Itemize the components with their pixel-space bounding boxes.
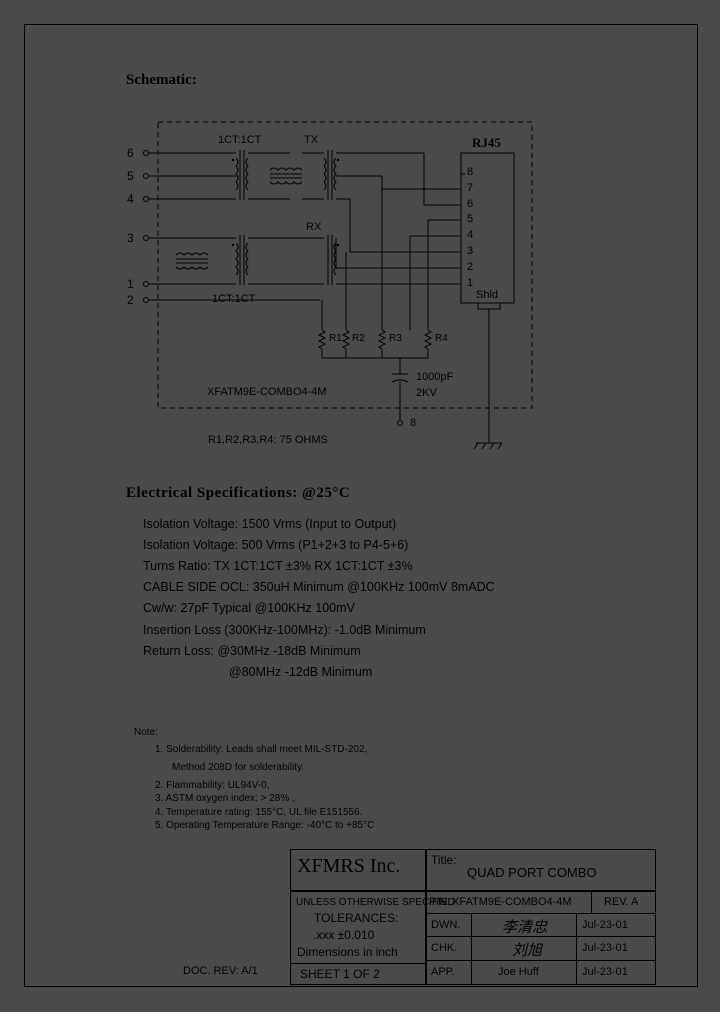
bottom-pin-label: 8 [410, 417, 417, 429]
pin-3-label: 3 [127, 231, 134, 245]
ratio-bottom-label: 1CT:1CT [212, 293, 256, 305]
spec-line: Turns Ratio: TX 1CT:1CT ±3% RX 1CT:1CT ±… [143, 559, 413, 573]
note-item: 4. Temperature rating: 155°C, UL file E1… [155, 807, 363, 818]
company-name: XFMRS Inc. [297, 855, 401, 877]
spec-line: Isolation Voltage: 1500 Vrms (Input to O… [143, 517, 397, 531]
chk-label: CHK. [431, 942, 458, 954]
rj45-pin-8: 8 [467, 166, 474, 178]
pn-label: P/N: [429, 896, 451, 908]
rj45-pin-6: 6 [467, 198, 474, 210]
app-date-cell [576, 960, 656, 985]
schematic-heading: Schematic: [126, 72, 197, 88]
spec-line: Insertion Loss (300KHz-100MHz): -1.0dB M… [143, 623, 426, 637]
pin-5-label: 5 [127, 169, 134, 183]
sheet-text: SHEET 1 OF 2 [300, 967, 380, 981]
spec-line: Cw/w: 27pF Typical @100KHz 100mV [143, 601, 355, 615]
note-item: 3. ASTM oxygen index: > 28% , [155, 793, 295, 804]
tolerances-text: TOLERANCES: [314, 911, 399, 925]
rj45-pin-2: 2 [467, 261, 474, 273]
doc-revision: DOC. REV: A/1 [183, 965, 258, 977]
title-cell [426, 849, 656, 891]
note-item: 5. Operating Temperature Range: -40°C to… [155, 820, 375, 831]
title-label: Title: [431, 853, 457, 867]
chk-signature: 刘旭 [512, 943, 543, 959]
spec-line: Isolation Voltage: 500 Vrms (P1+2+3 to P… [143, 538, 409, 552]
tolerance-value: .xxx ±0.010 [313, 928, 375, 942]
shield-label: Shld [476, 289, 499, 301]
rj45-pin-4: 4 [467, 229, 474, 241]
electrical-heading: Electrical Specifications: @25°C [126, 485, 351, 501]
pin-1-label: 1 [127, 277, 134, 291]
company-cell [290, 849, 426, 891]
r3-label: R3 [389, 333, 402, 344]
dimensions-text: Dimensions in inch [297, 945, 398, 959]
part-number: XFATM9E-COMBO4-4M [452, 896, 572, 908]
notes-heading: Note: [134, 727, 158, 738]
spec-line: CABLE SIDE OCL: 350uH Minimum @100KHz 10… [143, 580, 495, 594]
spec-line: @80MHz -12dB Minimum [229, 665, 373, 679]
pin-2-label: 2 [127, 293, 134, 307]
rj45-shield-tab [477, 302, 501, 310]
rj45-pin-1: 1 [467, 277, 474, 289]
ratio-top-label: 1CT:1CT [218, 134, 262, 146]
note-item: 1. Solderability: Leads shall meet MIL-S… [155, 744, 368, 755]
note-item: 2. Flammability: UL94V-0, [155, 780, 270, 791]
note-item: Method 208D for solderability. [172, 762, 305, 773]
spec-line: Return Loss: @30MHz -18dB Minimum [143, 644, 361, 658]
rj45-pin-5: 5 [467, 213, 474, 225]
sheet-cell [290, 963, 426, 985]
chk-date: Jul-23-01 [582, 942, 628, 954]
r4-label: R4 [435, 333, 448, 344]
app-name: Joe Huff [498, 966, 539, 978]
cap-value: 1000pF [416, 371, 454, 383]
rj45-label: RJ45 [472, 135, 501, 150]
part-label: XFATM9E-COMBO4-4M [207, 386, 327, 398]
pin-6-label: 6 [127, 146, 134, 160]
dwn-label: DWN. [431, 919, 461, 931]
resistor-note: R1,R2,R3,R4: 75 OHMS [208, 434, 328, 446]
cap-voltage: 2KV [416, 387, 437, 399]
app-date: Jul-23-01 [582, 966, 628, 978]
drawing-title: QUAD PORT COMBO [467, 865, 597, 880]
revision: REV. A [604, 896, 639, 908]
pin-4-label: 4 [127, 192, 134, 206]
rj45-pin-7: 7 [467, 182, 474, 194]
rj45-pin-3: 3 [467, 245, 474, 257]
component-outline [157, 121, 533, 409]
r2-label: R2 [352, 333, 365, 344]
tx-label: TX [304, 134, 319, 146]
drawing-frame [24, 24, 698, 987]
dwn-date: Jul-23-01 [582, 919, 628, 931]
unless-text: UNLESS OTHERWISE SPECIFIED [296, 897, 455, 908]
rx-label: RX [306, 221, 322, 233]
r1-label: R1 [329, 333, 342, 344]
app-label: APP. [431, 966, 455, 978]
dwn-signature: 李清忠 [502, 920, 548, 936]
